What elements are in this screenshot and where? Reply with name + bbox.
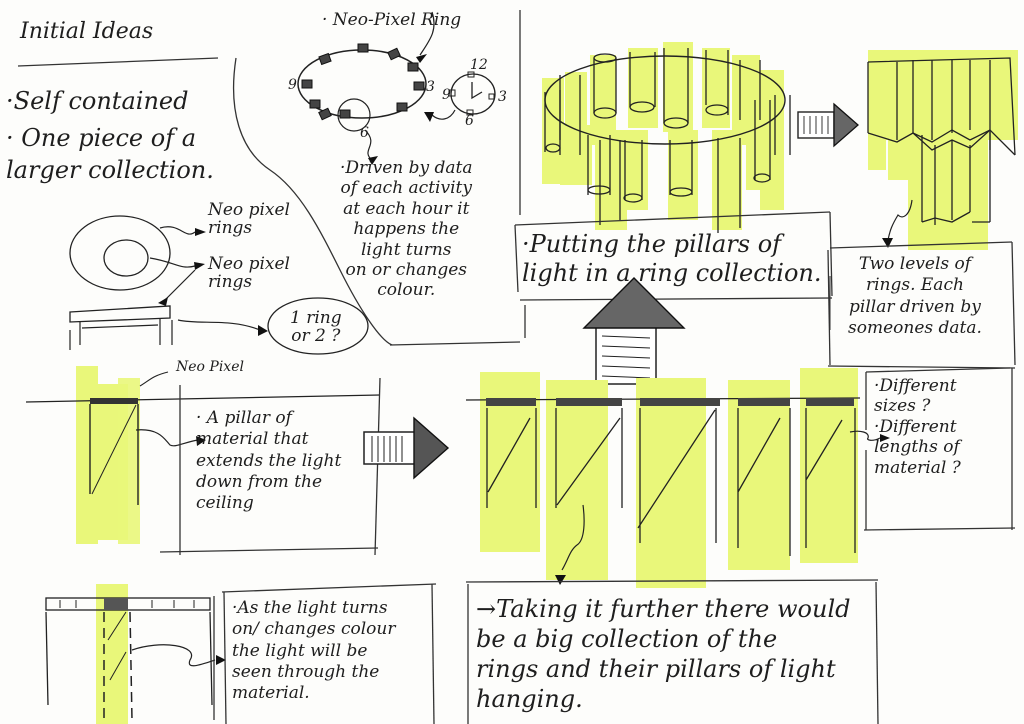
rings-diagram bbox=[69, 215, 369, 355]
pillar-material-note: · A pillar of material that extends the … bbox=[196, 408, 342, 513]
ring-collection-sketch bbox=[542, 42, 791, 233]
ring-data-note: ·Driven by data of each activity at each… bbox=[340, 158, 473, 301]
light-through-material-note: ·As the light turns on/ changes colour t… bbox=[232, 598, 396, 703]
ring-collection-note: ·Putting the pillars of light in a ring … bbox=[522, 230, 822, 287]
arrow-up-big bbox=[582, 277, 686, 385]
clock-number-9: 9 bbox=[442, 87, 451, 103]
ring-number-6: 6 bbox=[360, 125, 369, 141]
two-levels-note: Two levels of rings. Each pillar driven … bbox=[848, 254, 982, 338]
different-sizes-note: ·Different sizes ? ·Different lengths of… bbox=[874, 376, 961, 478]
single-pillar-sketch bbox=[25, 366, 381, 544]
intro-bullet-2: · One piece of a larger collection. bbox=[6, 124, 214, 185]
clock-number-6: 6 bbox=[465, 113, 474, 129]
neopixel-ring-sketch bbox=[297, 11, 496, 165]
arrow-right-small bbox=[797, 102, 859, 148]
taking-further-note: →Taking it further there would be a big … bbox=[476, 595, 851, 713]
page-title: Initial Ideas bbox=[20, 19, 154, 44]
neopixel-label: Neo Pixel bbox=[176, 359, 244, 375]
neopixel-rings-outer-label: Neo pixel rings bbox=[208, 200, 290, 238]
pillar-ceiling-sketch bbox=[45, 584, 226, 724]
two-level-rings-sketch bbox=[867, 50, 1018, 250]
neopixel-rings-inner-label: Neo pixel rings bbox=[208, 254, 290, 292]
intro-bullet-1: ·Self contained bbox=[6, 87, 189, 115]
neopixel-ring-label: · Neo-Pixel Ring bbox=[322, 10, 462, 30]
clock-number-12: 12 bbox=[470, 57, 488, 73]
arrow-right-big bbox=[363, 416, 450, 480]
pillar-row-sketch bbox=[465, 368, 890, 588]
clock-number-3: 3 bbox=[498, 89, 507, 105]
ring-count-question: 1 ring or 2 ? bbox=[290, 308, 342, 346]
ring-number-3: 3 bbox=[426, 79, 435, 95]
ring-number-9: 9 bbox=[288, 77, 297, 93]
